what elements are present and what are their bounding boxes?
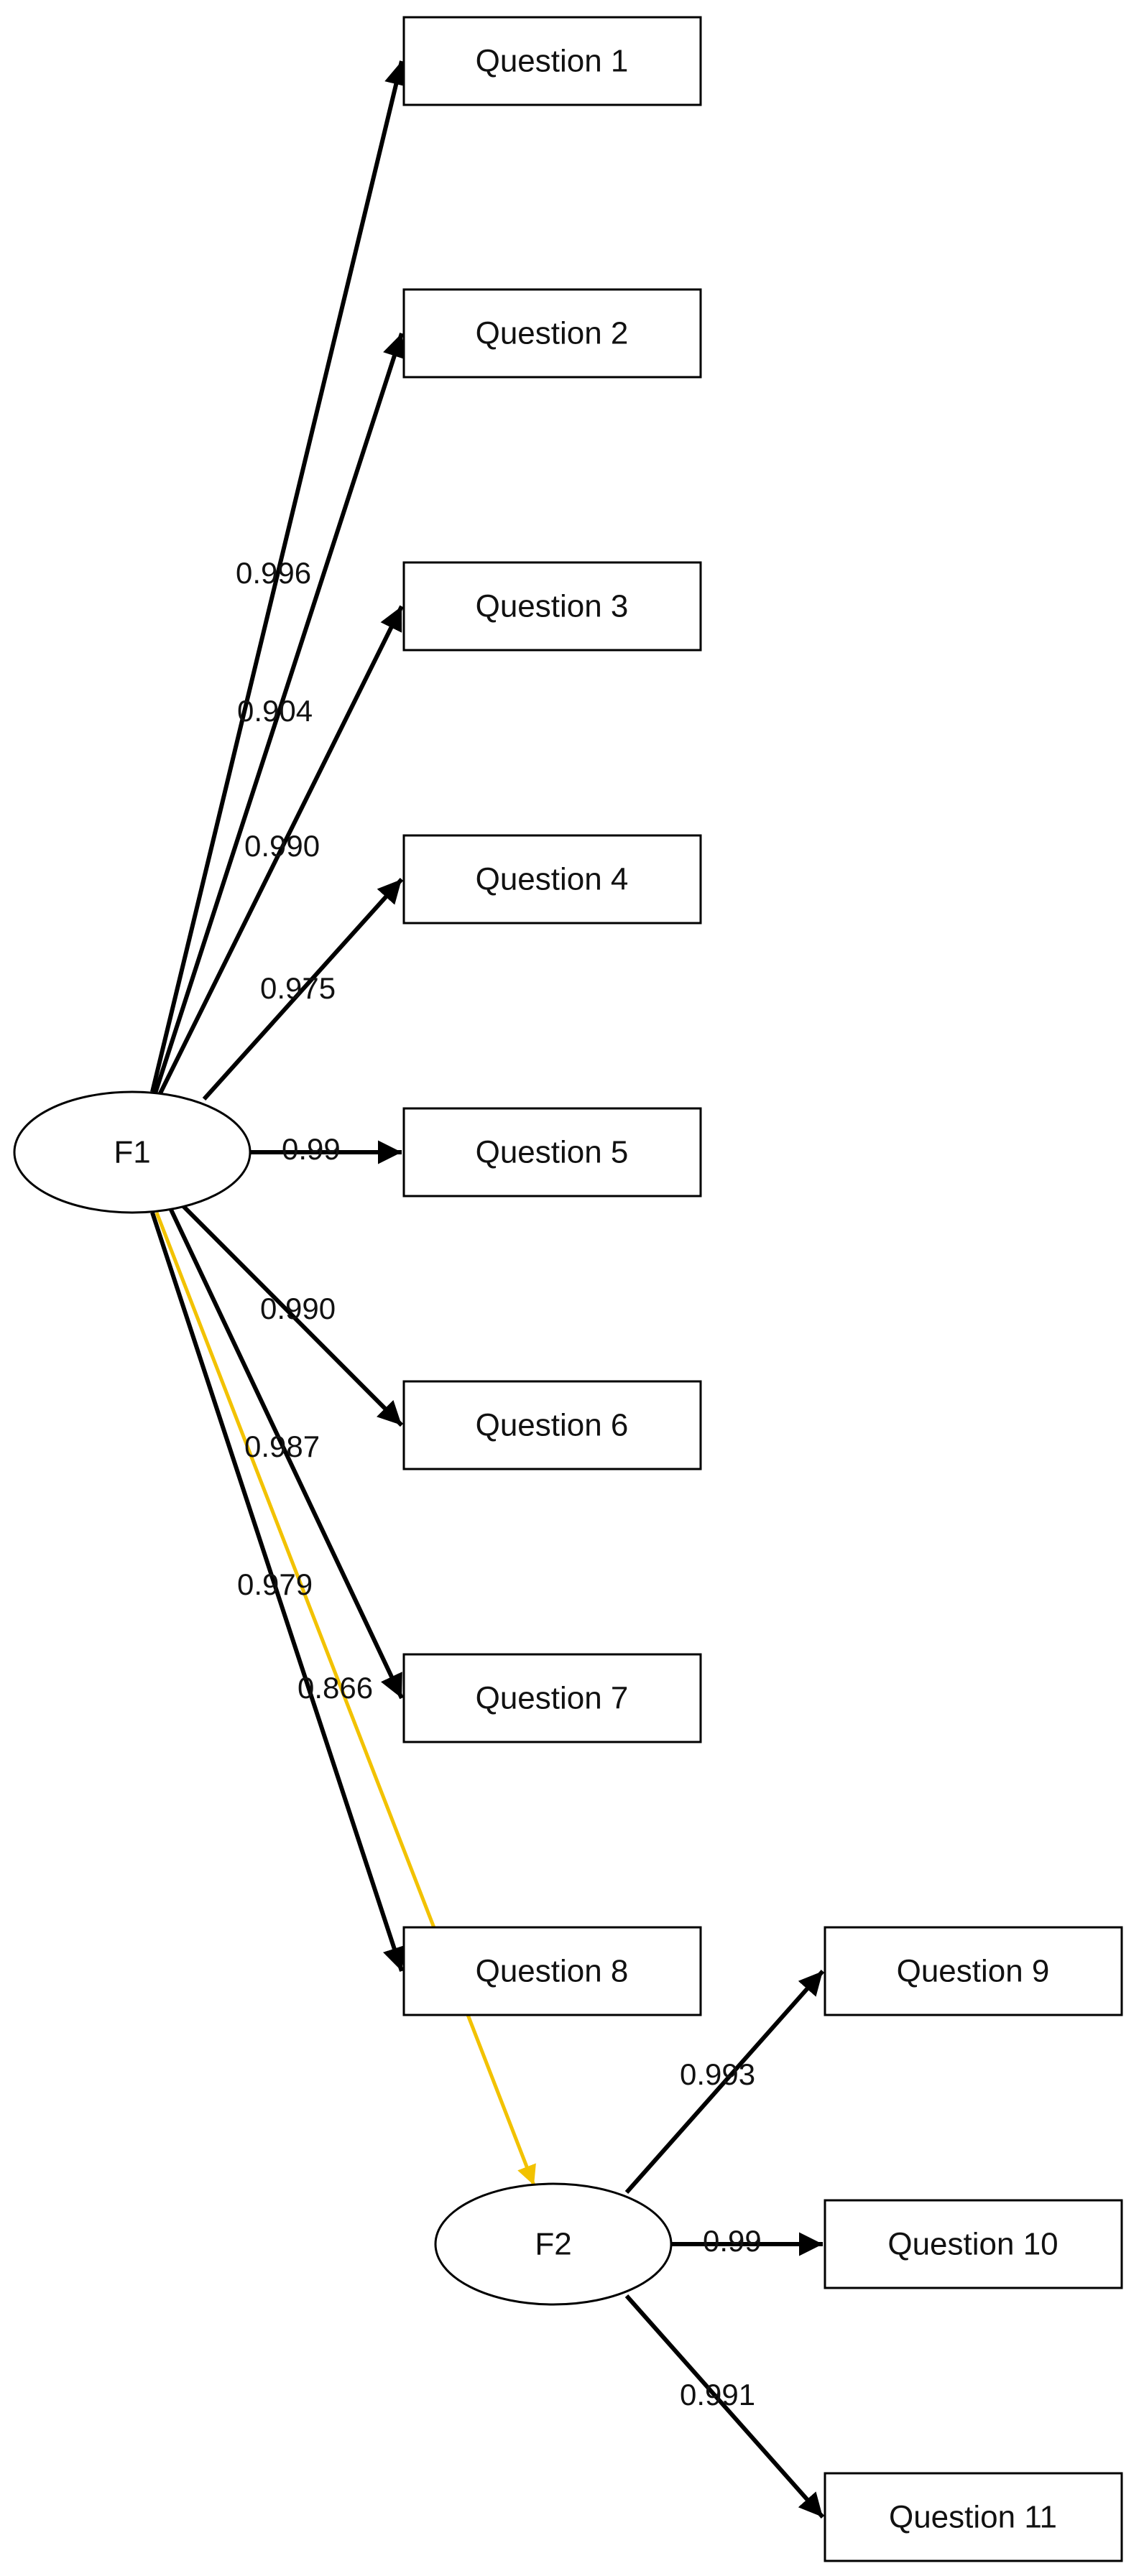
- question-node-8-label: Question 8: [476, 1954, 629, 1989]
- edge-labels-layer: 0.996 0.904 0.990 0.975 0.99 0.990 0.987…: [236, 556, 762, 2411]
- question-node-5: Question 5: [402, 1107, 702, 1197]
- edge-label-q4: 0.975: [260, 971, 336, 1005]
- edge-f1-question-1: [150, 60, 408, 1093]
- edge-label-q7: 0.987: [244, 1430, 320, 1463]
- edge-label-q10: 0.99: [703, 2224, 762, 2258]
- factor-f2-label: F2: [535, 2227, 571, 2262]
- question-node-7: Question 7: [402, 1653, 702, 1743]
- question-node-1-label: Question 1: [476, 44, 629, 79]
- edge-f1-question-6: [179, 1202, 404, 1427]
- edge-label-f2: 0.866: [297, 1671, 373, 1705]
- edge-label-q11: 0.991: [680, 2378, 755, 2411]
- question-node-4-label: Question 4: [476, 862, 629, 897]
- question-node-7-label: Question 7: [476, 1681, 629, 1716]
- question-node-10-label: Question 10: [887, 2227, 1058, 2262]
- question-node-5-label: Question 5: [476, 1135, 629, 1170]
- edge-label-q8: 0.979: [237, 1567, 313, 1601]
- edge-f1-question-4: [202, 877, 404, 1101]
- factor-f2: F2: [434, 2182, 673, 2306]
- edge-label-q5: 0.99: [282, 1132, 341, 1166]
- question-node-9-label: Question 9: [897, 1954, 1050, 1989]
- question-node-2: Question 2: [402, 288, 702, 379]
- edge-f1-question-8: [150, 1212, 406, 1972]
- question-node-11: Question 11: [824, 2472, 1123, 2562]
- edge-f2-question-9: [624, 1970, 825, 2194]
- question-node-1: Question 1: [402, 16, 702, 106]
- edge-label-q3: 0.990: [244, 829, 320, 863]
- factor-f1-label: F1: [114, 1135, 150, 1170]
- edge-label-q2: 0.904: [237, 694, 313, 728]
- question-node-2-label: Question 2: [476, 316, 629, 351]
- question-node-11-label: Question 11: [889, 2500, 1057, 2535]
- question-node-4: Question 4: [402, 834, 702, 925]
- question-node-3: Question 3: [402, 561, 702, 652]
- edge-label-q9: 0.993: [680, 2057, 755, 2091]
- edge-f2-question-11: [624, 2294, 825, 2519]
- edge-label-q1: 0.996: [236, 556, 311, 590]
- edge-f1-question-3: [157, 605, 404, 1096]
- edges-layer: [150, 60, 825, 2519]
- question-node-10: Question 10: [824, 2199, 1123, 2289]
- edge-f1-f2: [154, 1212, 536, 2186]
- question-node-6-label: Question 6: [476, 1408, 629, 1443]
- edge-f1-question-7: [169, 1208, 404, 1700]
- edge-f1-question-2: [153, 333, 406, 1094]
- question-node-8: Question 8: [402, 1926, 702, 2016]
- question-node-9: Question 9: [824, 1926, 1123, 2016]
- factor-f1: F1: [13, 1090, 252, 1214]
- question-node-6: Question 6: [402, 1380, 702, 1470]
- question-node-3-label: Question 3: [476, 589, 629, 624]
- edge-label-q6: 0.990: [260, 1292, 336, 1325]
